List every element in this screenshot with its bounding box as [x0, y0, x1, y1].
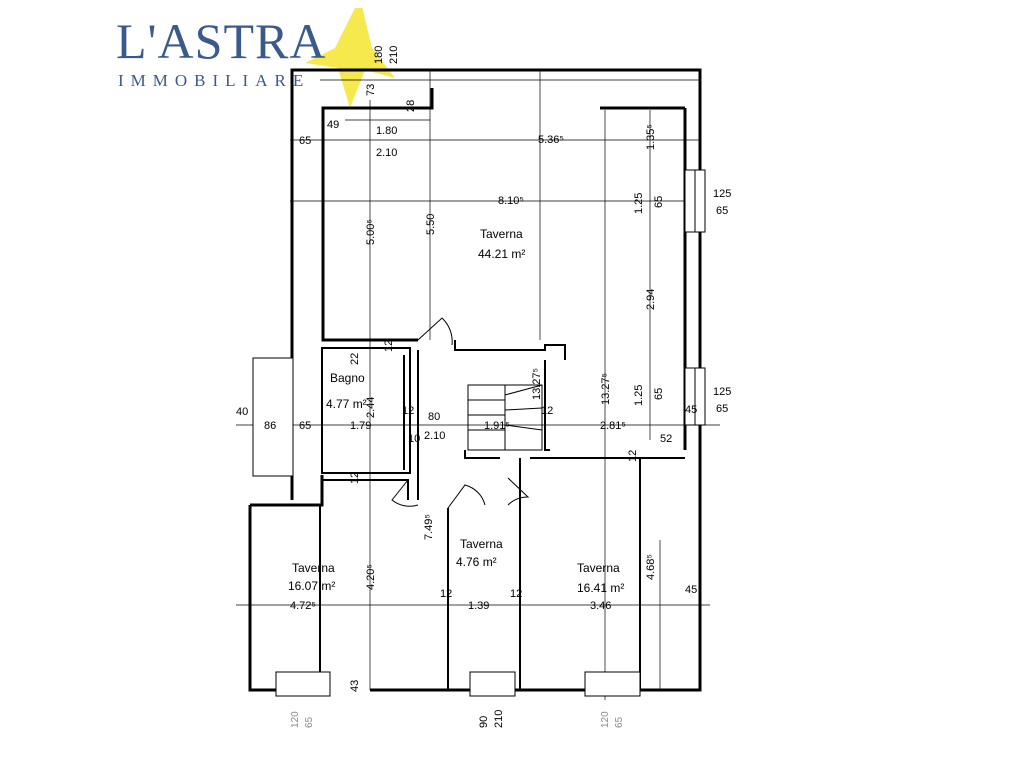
dim-label: 210: [493, 710, 505, 728]
dim-label: 65: [614, 716, 625, 728]
dim-label: 73: [365, 84, 377, 96]
dim-label: 7.49⁵: [423, 514, 435, 540]
star-icon: [305, 8, 395, 108]
dim-label: 12: [510, 588, 522, 600]
dim-label: 12: [383, 340, 395, 352]
dim-label: 2.81⁵: [600, 420, 626, 432]
dim-label: 65: [716, 403, 728, 415]
room-name-taverna-left: Taverna: [292, 561, 335, 575]
dim-label: 10: [408, 433, 420, 445]
dim-label: 3.46: [590, 600, 611, 612]
room-area-taverna-right: 16.41 m²: [577, 581, 624, 595]
dim-label: 22: [349, 353, 361, 365]
dim-label: 180: [373, 46, 385, 64]
dim-label: 12: [627, 450, 639, 462]
inner-walls: [319, 340, 685, 690]
dim-label: 86: [264, 420, 276, 432]
dim-label: 4.68⁵: [645, 554, 657, 580]
dim-label: 45: [685, 404, 697, 416]
dim-label: 52: [660, 433, 672, 445]
doors: [391, 317, 530, 509]
dim-label: 43: [349, 680, 361, 692]
dim-label: 65: [653, 196, 665, 208]
dim-label: 1.35⁵: [645, 124, 657, 150]
dimension-lines: [236, 70, 720, 700]
dim-label: 65: [304, 716, 315, 728]
dim-label: 5.50: [425, 214, 437, 235]
room-name-bagno: Bagno: [330, 371, 365, 385]
dim-label: 12: [402, 405, 414, 417]
dim-label: 65: [716, 205, 728, 217]
dim-label: 1.80: [376, 125, 397, 137]
dim-label: 2.44: [365, 397, 377, 418]
dim-label: 45: [685, 584, 697, 596]
dim-label: 8.10⁵: [498, 195, 524, 207]
dim-label: 5.36⁵: [538, 134, 564, 146]
dim-label: 12: [349, 472, 361, 484]
brand-name: L'ASTRA: [116, 13, 327, 69]
dim-label: 65: [653, 388, 665, 400]
room-area-taverna-main: 44.21 m²: [478, 247, 525, 261]
room-name-taverna-center: Taverna: [460, 537, 503, 551]
dim-label: 12: [541, 405, 553, 417]
dim-label: 28: [405, 100, 417, 112]
dim-label: 4.72⁵: [290, 600, 316, 612]
dim-label: 1.39: [468, 600, 489, 612]
dim-label: 40: [236, 406, 248, 418]
room-area-taverna-left: 16.07 m²: [288, 579, 335, 593]
dim-label: 2.94: [645, 289, 657, 310]
dim-label: 90: [478, 716, 490, 728]
room-area-taverna-center: 4.76 m²: [456, 555, 497, 569]
dim-label: 2.10: [376, 147, 397, 159]
dim-label: 125: [713, 188, 731, 200]
dim-label: 1.91⁵: [484, 420, 510, 432]
dim-label: 210: [388, 46, 400, 64]
outer-walls: [248, 68, 702, 692]
staircase: [467, 384, 543, 451]
room-name-taverna-main: Taverna: [480, 227, 523, 241]
brand-logo: L'ASTRA IMMOBILIARE: [110, 8, 400, 108]
dim-label: 2.10: [424, 430, 445, 442]
dim-label: 13.27⁵: [600, 373, 612, 405]
dimension-texts: 180 210 73 28 49 65 1.80 2.10 5.36⁵ 1.35…: [236, 46, 731, 728]
dim-label: 4.20⁵: [365, 564, 377, 590]
brand-tagline: IMMOBILIARE: [118, 71, 311, 90]
dim-label: 13.27⁵: [531, 368, 543, 400]
dim-label: 1.25: [633, 385, 645, 406]
dim-label: 125: [713, 386, 731, 398]
windows: [252, 169, 706, 697]
dim-label: 1.79: [350, 420, 371, 432]
dim-label: 120: [600, 711, 611, 728]
dim-label: 80: [428, 411, 440, 423]
dim-label: 12: [440, 588, 452, 600]
dim-label: 5.00⁵: [365, 219, 377, 245]
room-name-taverna-right: Taverna: [577, 561, 620, 575]
dim-label: 65: [299, 135, 311, 147]
dim-label: 1.25: [633, 193, 645, 214]
dim-label: 65: [299, 420, 311, 432]
dim-label: 120: [290, 711, 301, 728]
room-area-bagno: 4.77 m²: [326, 397, 367, 411]
dim-label: 49: [327, 119, 339, 131]
